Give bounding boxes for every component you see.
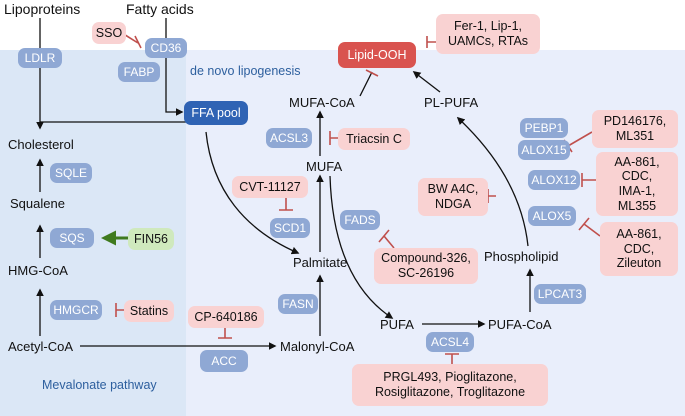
inhibit-triacsin-acsl3 <box>329 131 338 145</box>
acsl3-enzyme: ACSL3 <box>266 128 312 148</box>
pl-pufa-label: PL-PUFA <box>424 95 479 110</box>
arrow-mufa-pufa <box>329 175 394 319</box>
hmgcr-enzyme: HMGCR <box>50 300 102 320</box>
compound326-inhibitor: Compound-326, SC-26196 <box>374 248 478 284</box>
cholesterol-label: Cholesterol <box>8 137 74 152</box>
inhibit-aa12-alox12 <box>581 173 596 187</box>
cp-inhibitor: CP-640186 <box>188 306 264 328</box>
ffa-pool-node: FFA pool <box>184 101 248 125</box>
pebp1-enzyme: PEBP1 <box>520 118 568 138</box>
triacsin-inhibitor: Triacsin C <box>338 128 410 150</box>
cvt-inhibitor: CVT-11127 <box>232 176 308 198</box>
inhibit-cvt-scd1 <box>279 196 293 211</box>
inhibit-prgl-acsl4 <box>445 353 459 364</box>
arrow-fattyacids-ffapool <box>165 18 184 116</box>
fads-enzyme: FADS <box>340 210 380 230</box>
statins-inhibitor: Statins <box>124 300 174 322</box>
inhibit-bw-alox12 <box>487 189 496 203</box>
ldlr-enzyme: LDLR <box>18 48 62 68</box>
fabp-enzyme: FABP <box>118 62 160 82</box>
inhibit-fer1-lipidooh <box>426 36 436 48</box>
pufa-label: PUFA <box>380 317 414 332</box>
sqs-enzyme: SQS <box>50 228 94 248</box>
aa861-alox12-inhibitor: AA-861, CDC, IMA-1, ML355 <box>596 152 678 216</box>
hmg-coa-label: HMG-CoA <box>8 263 68 278</box>
inhibit-aa5-alox5 <box>578 217 601 237</box>
inhibit-mufacoa-lipidooh <box>365 69 379 77</box>
scd1-enzyme: SCD1 <box>270 218 310 238</box>
sso-inhibitor: SSO <box>92 22 126 44</box>
sqle-enzyme: SQLE <box>50 163 92 183</box>
fer1-inhibitor: Fer-1, Lip-1, UAMCs, RTAs <box>436 14 540 54</box>
lpcat3-enzyme: LPCAT3 <box>534 284 586 304</box>
mevalonate-label: Mevalonate pathway <box>42 378 157 392</box>
lipogenesis-label: de novo lipogenesis <box>190 64 301 78</box>
acsl4-enzyme: ACSL4 <box>426 332 474 352</box>
alox15-enzyme: ALOX15 <box>518 140 570 160</box>
prgl-inhibitor: PRGL493, Pioglitazone, Rosiglitazone, Tr… <box>352 364 548 406</box>
malonyl-coa-label: Malonyl-CoA <box>280 339 355 354</box>
alox5-enzyme: ALOX5 <box>528 206 576 226</box>
lipid-ooh-node: Lipid-OOH <box>338 42 416 68</box>
pd-inhibitor: PD146176, ML351 <box>592 110 678 148</box>
alox12-enzyme: ALOX12 <box>528 170 580 190</box>
arrow-ffapool-palmitate <box>205 131 300 255</box>
line-mufacoa-lipidooh <box>359 71 373 97</box>
fasn-enzyme: FASN <box>278 294 318 314</box>
fatty-acids-label: Fatty acids <box>126 1 194 17</box>
palmitate-label: Palmitate <box>293 255 348 270</box>
inhibit-compound-fads <box>378 229 395 249</box>
mufa-label: MUFA <box>306 159 343 174</box>
squalene-label: Squalene <box>10 196 65 211</box>
arrow-plpufa-lipidooh <box>412 71 441 93</box>
bw-inhibitor: BW A4C, NDGA <box>418 178 488 216</box>
cd36-enzyme: CD36 <box>145 38 187 58</box>
fin56-activator: FIN56 <box>128 228 174 250</box>
pufa-coa-label: PUFA-CoA <box>488 317 552 332</box>
lipoproteins-label: Lipoproteins <box>4 1 81 17</box>
acetyl-coa-label: Acetyl-CoA <box>8 339 74 354</box>
mufa-coa-label: MUFA-CoA <box>289 95 355 110</box>
arrow-phospholipid-plpufa <box>456 116 529 247</box>
phospholipid-label: Phospholipid <box>484 249 559 264</box>
aa861-alox5-inhibitor: AA-861, CDC, Zileuton <box>600 222 678 276</box>
inhibit-statins-hmgcr <box>115 303 124 317</box>
acc-enzyme: ACC <box>200 350 248 372</box>
